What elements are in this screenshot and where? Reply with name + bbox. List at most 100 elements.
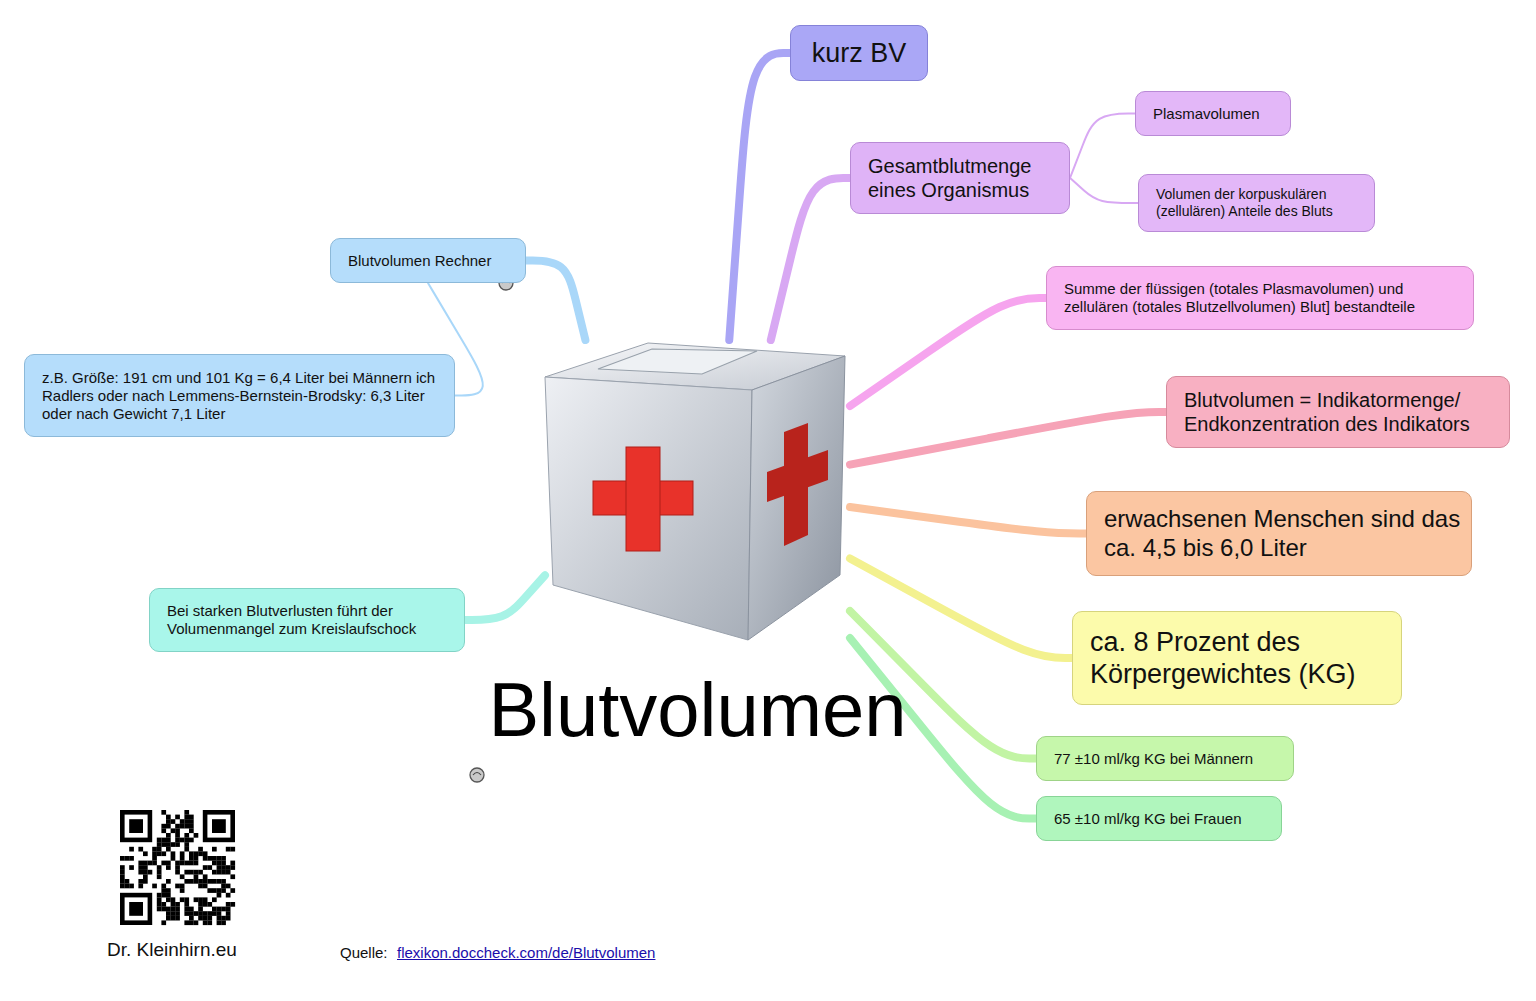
qr-module [166,893,171,898]
qr-module [203,851,208,856]
qr-module [221,920,226,925]
node-text: Plasmavolumen [1153,105,1260,123]
qr-module [212,879,217,884]
qr-module [175,861,180,866]
branch-connector [850,298,1046,406]
qr-module [189,911,194,916]
qr-module [217,907,222,912]
qr-module [157,870,162,875]
qr-module [175,824,180,829]
node-text: Summe der flüssigen (totales Plasmavolum… [1064,280,1465,316]
qr-module [207,888,212,893]
qr-module [152,847,157,852]
qr-module [189,815,194,820]
topic-box: erwachsenen Menschen sind das ca. 4,5 bi… [1086,491,1472,576]
qr-module [212,897,217,902]
example-box: z.B. Größe: 191 cm und 101 Kg = 6,4 Lite… [24,354,455,437]
qr-module [180,851,185,856]
qr-module [184,838,189,843]
qr-module [161,920,166,925]
qr-module [171,819,176,824]
qr-module [194,856,199,861]
qr-module [161,824,166,829]
qr-module [175,902,180,907]
qr-module [175,884,180,889]
qr-module [166,819,171,824]
qr-module [184,815,189,820]
qr-module [203,897,208,902]
qr-module [194,897,199,902]
qr-module [157,907,162,912]
qr-module [143,851,148,856]
qr-module [194,870,199,875]
qr-module [189,870,194,875]
qr-module [180,856,185,861]
qr-module [189,920,194,925]
qr-module [166,897,171,902]
qr-module [148,861,153,866]
qr-module [161,828,166,833]
subtopic-box: Plasmavolumen [1135,91,1291,136]
qr-module [207,865,212,870]
qr-module [198,911,203,916]
qr-code [120,810,235,925]
qr-module [143,874,148,879]
qr-module [198,870,203,875]
value-box: 65 ±10 ml/kg KG bei Frauen [1036,796,1282,841]
branch-connector [771,178,850,340]
qr-module [184,833,189,838]
qr-module [166,838,171,843]
qr-module [226,916,231,921]
qr-module [189,861,194,866]
qr-module [138,865,143,870]
qr-module [171,916,176,921]
source-label: Quelle: [340,944,388,961]
red-cross-bar [593,481,693,515]
qr-module [166,842,171,847]
qr-module [152,861,157,866]
qr-module [194,879,199,884]
topic-box: kurz BV [790,25,928,81]
qr-module [184,920,189,925]
qr-module [184,879,189,884]
red-cross-bar [626,447,660,551]
qr-module [226,911,231,916]
qr-module [166,815,171,820]
qr-module [207,902,212,907]
qr-module [175,907,180,912]
qr-module [171,842,176,847]
qr-module [189,879,194,884]
qr-module [180,874,185,879]
topic-box: Blutvolumen Rechner [330,238,526,283]
qr-module [152,856,157,861]
topic-box: Summe der flüssigen (totales Plasmavolum… [1046,266,1474,330]
qr-module [217,920,222,925]
qr-module [184,847,189,852]
node-text: Gesamtblutmenge eines Organismus [868,154,1061,202]
qr-module [217,911,222,916]
qr-module [194,920,199,925]
qr-module [194,861,199,866]
qr-module [175,828,180,833]
qr-module [184,810,189,815]
qr-module [129,856,134,861]
qr-module [221,870,226,875]
author-credit: Dr. Kleinhirn.eu [107,939,237,961]
qr-module [221,861,226,866]
qr-module [161,902,166,907]
qr-module [207,856,212,861]
qr-module [125,879,130,884]
qr-module [189,916,194,921]
qr-module [194,833,199,838]
qr-module [189,824,194,829]
qr-module [212,907,217,912]
qr-module [161,888,166,893]
topic-box: Gesamtblutmenge eines Organismus [850,142,1070,214]
qr-module [148,870,153,875]
qr-module [175,815,180,820]
qr-module [189,856,194,861]
value-box: 77 ±10 ml/kg KG bei Männern [1036,736,1294,781]
qr-module [212,888,217,893]
qr-module [157,847,162,852]
qr-module [120,884,125,889]
